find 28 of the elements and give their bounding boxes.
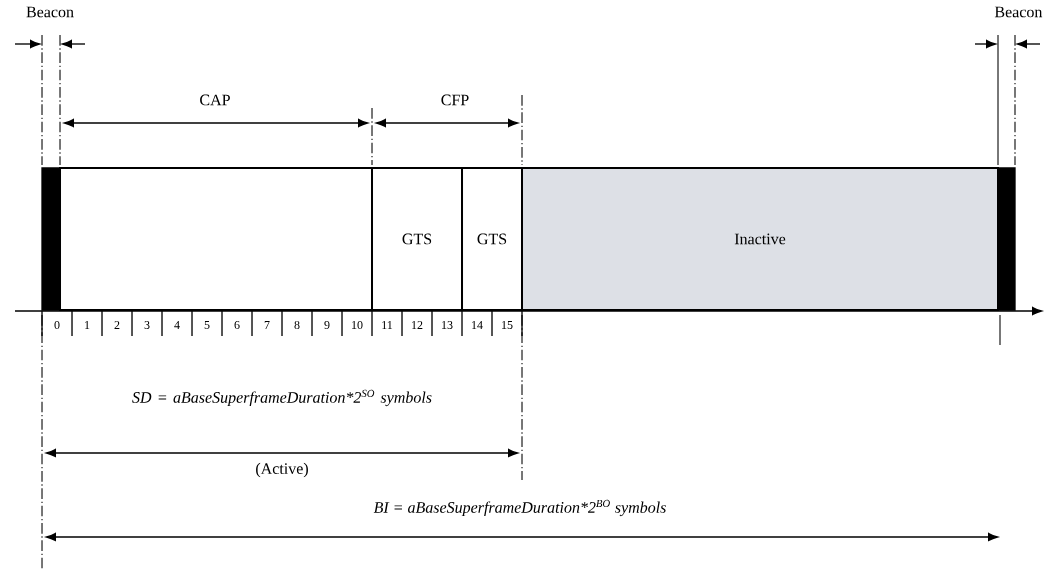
frame-box <box>59 167 373 311</box>
slot-number: 12 <box>412 321 423 329</box>
slot-box: Inactive <box>521 167 999 311</box>
slot-number: 14 <box>472 321 483 329</box>
slot-number: 10 <box>352 320 363 330</box>
slot-number: 0 <box>54 320 60 330</box>
slot-number: 8 <box>294 320 300 330</box>
slot-box: GTS <box>371 167 463 311</box>
duration-label: SD = aBaseSuperframeDuration*2$^{SO}$ symbols <box>132 389 432 407</box>
slot-number: 9 <box>324 320 330 330</box>
duration-label: BI = aBaseSuperframeDuration*2$^{BO}$ symbols <box>373 499 666 517</box>
slot-number: 2 <box>114 321 120 329</box>
slot-number: 11 <box>382 321 393 329</box>
beacon-label: Beacon <box>994 6 1043 18</box>
beacon-bar <box>41 167 61 311</box>
slot-number: 1 <box>85 321 90 329</box>
slot-number: 15 <box>502 320 513 329</box>
slot-number: 13 <box>442 320 453 330</box>
slot-number: 7 <box>264 321 270 329</box>
beacon-label: Beacon <box>26 6 74 18</box>
period-label: CFP <box>441 94 469 106</box>
slot-number: 6 <box>234 320 240 330</box>
slot-number: 5 <box>204 321 210 329</box>
slot-number: 4 <box>174 321 180 329</box>
slot-number: 3 <box>144 320 150 330</box>
beacon-bar <box>997 167 1016 311</box>
duration-label: (Active) <box>256 462 308 478</box>
period-label: CAP <box>200 94 230 106</box>
